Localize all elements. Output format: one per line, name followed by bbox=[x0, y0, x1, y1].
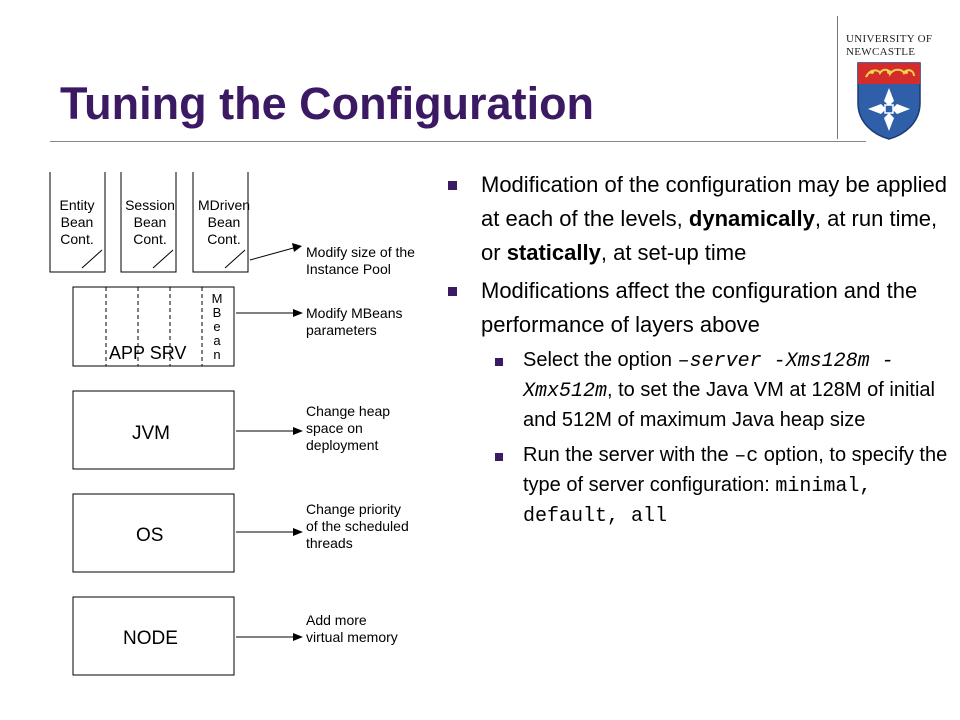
action-memory-line-2: virtual memory bbox=[306, 629, 398, 645]
layer-diagram: Entity Bean Cont. Session Bean Cont. MDr… bbox=[49, 172, 415, 676]
sub-bullet-c-option: Run the server with the –c option, to sp… bbox=[490, 441, 948, 531]
node-box bbox=[72, 596, 235, 676]
sub-bullet-square-icon bbox=[495, 358, 503, 366]
jvm-box bbox=[72, 390, 235, 470]
container-box-entity bbox=[49, 172, 106, 273]
container-entity-line-2: Bean bbox=[61, 214, 94, 230]
action-pool-line-1: Modify size of the bbox=[306, 244, 415, 260]
action-priority-line-3: threads bbox=[306, 535, 353, 551]
app-srv-box bbox=[72, 286, 235, 367]
mbean-letter-4: a bbox=[213, 333, 221, 348]
mbean-letter-3: e bbox=[213, 319, 220, 334]
container-mdriven-line-2: Bean bbox=[208, 214, 241, 230]
slide-title: Tuning the Configuration bbox=[60, 78, 595, 129]
os-box bbox=[72, 493, 235, 573]
code-c-option: –c bbox=[734, 445, 759, 468]
sub-bullet-square-icon bbox=[495, 453, 503, 461]
container-mdriven-line-1: MDriven bbox=[198, 197, 250, 213]
bullet-square-icon bbox=[448, 287, 457, 296]
logo-line-1: UNIVERSITY OF bbox=[846, 33, 933, 45]
mbean-letter-1: M bbox=[212, 291, 223, 306]
container-session-line-1: Session bbox=[125, 197, 175, 213]
container-box-session bbox=[120, 172, 177, 273]
container-entity-line-1: Entity bbox=[59, 197, 94, 213]
action-heap-line-3: deployment bbox=[306, 437, 378, 453]
mbean-letter-2: B bbox=[213, 305, 222, 320]
action-priority-line-2: of the scheduled bbox=[306, 518, 409, 534]
container-session-line-3: Cont. bbox=[133, 231, 166, 247]
action-memory-line-1: Add more bbox=[306, 612, 367, 628]
bullet-square-icon bbox=[448, 181, 457, 190]
sub-bullet-server-option: Select the option –server -Xms128m -Xmx5… bbox=[490, 346, 948, 435]
university-crest-icon bbox=[857, 62, 921, 140]
app-srv-label: APP SRV bbox=[109, 343, 186, 363]
layer-jvm-label: JVM bbox=[132, 423, 170, 444]
logo-line-2: NEWCASTLE bbox=[846, 46, 916, 58]
container-session-line-2: Bean bbox=[134, 214, 167, 230]
container-mdriven-line-3: Cont. bbox=[207, 231, 240, 247]
bullet-modifications-affect: Modifications affect the configuration a… bbox=[448, 274, 948, 342]
action-priority-line-1: Change priority bbox=[306, 501, 401, 517]
action-mbeans-line-1: Modify MBeans bbox=[306, 305, 402, 321]
title-divider bbox=[50, 141, 866, 142]
container-entity-line-3: Cont. bbox=[60, 231, 93, 247]
bullet-modification: Modification of the configuration may be… bbox=[448, 168, 948, 270]
bullet-list: Modification of the configuration may be… bbox=[448, 168, 948, 531]
code-config-types: minimal, default, all bbox=[523, 475, 872, 528]
university-logo-text: UNIVERSITY OF NEWCASTLE bbox=[846, 33, 940, 59]
keyword-dynamically: dynamically bbox=[688, 206, 815, 231]
action-mbeans-line-2: parameters bbox=[306, 322, 377, 338]
layer-os-label: OS bbox=[136, 525, 163, 546]
action-heap-line-1: Change heap bbox=[306, 403, 390, 419]
action-heap-line-2: space on bbox=[306, 420, 363, 436]
layer-node-label: NODE bbox=[123, 628, 178, 649]
logo-divider bbox=[837, 16, 838, 139]
keyword-statically: statically bbox=[506, 240, 601, 265]
action-pool-line-2: Instance Pool bbox=[306, 261, 391, 277]
code-server-option: –server -Xms128m -Xmx512m bbox=[523, 350, 894, 403]
mbean-letter-5: n bbox=[213, 347, 220, 362]
container-box-mdriven bbox=[192, 172, 249, 273]
